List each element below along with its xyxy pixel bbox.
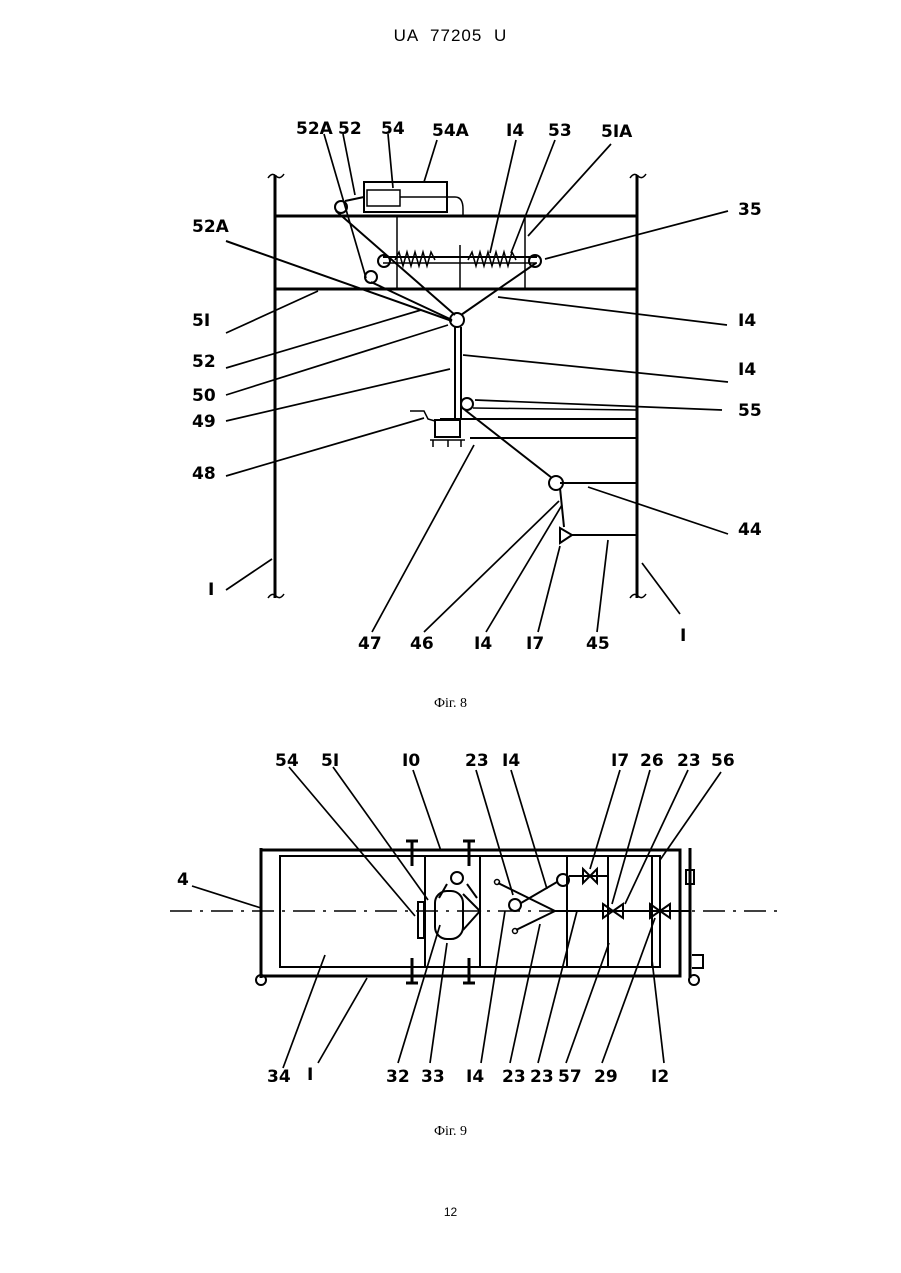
- label9-1-bottom: I: [307, 1065, 313, 1085]
- label9-10-top: I0: [402, 751, 420, 771]
- label9-4-left: 4: [177, 870, 189, 890]
- label9-26-top: 26: [640, 751, 664, 771]
- label9-23-top-b: 23: [677, 751, 701, 771]
- motor-32: [435, 891, 463, 939]
- label9-56-top: 56: [711, 751, 735, 771]
- label9-33-bottom: 33: [421, 1067, 445, 1087]
- label9-14-bottom: I4: [466, 1067, 484, 1087]
- page-number: 12: [0, 1205, 901, 1219]
- label9-23-bottom-a: 23: [502, 1067, 526, 1087]
- label9-14-top: I4: [502, 751, 520, 771]
- pulley-14-a: [509, 899, 521, 911]
- label9-29-bottom: 29: [594, 1067, 618, 1087]
- right-wheel: [689, 975, 699, 985]
- label9-57-bottom: 57: [558, 1067, 582, 1087]
- pulley-33: [451, 872, 463, 884]
- label9-34-bottom: 34: [267, 1067, 291, 1087]
- label9-12-bottom: I2: [651, 1067, 669, 1087]
- label9-51-top: 5I: [321, 751, 339, 771]
- figure-9-caption: Фіг. 9: [0, 1124, 901, 1140]
- label9-23-top-a: 23: [465, 751, 489, 771]
- label9-17-top: I7: [611, 751, 629, 771]
- label9-32-bottom: 32: [386, 1067, 410, 1087]
- label9-23-bottom-b: 23: [530, 1067, 554, 1087]
- label9-54-top: 54: [275, 751, 299, 771]
